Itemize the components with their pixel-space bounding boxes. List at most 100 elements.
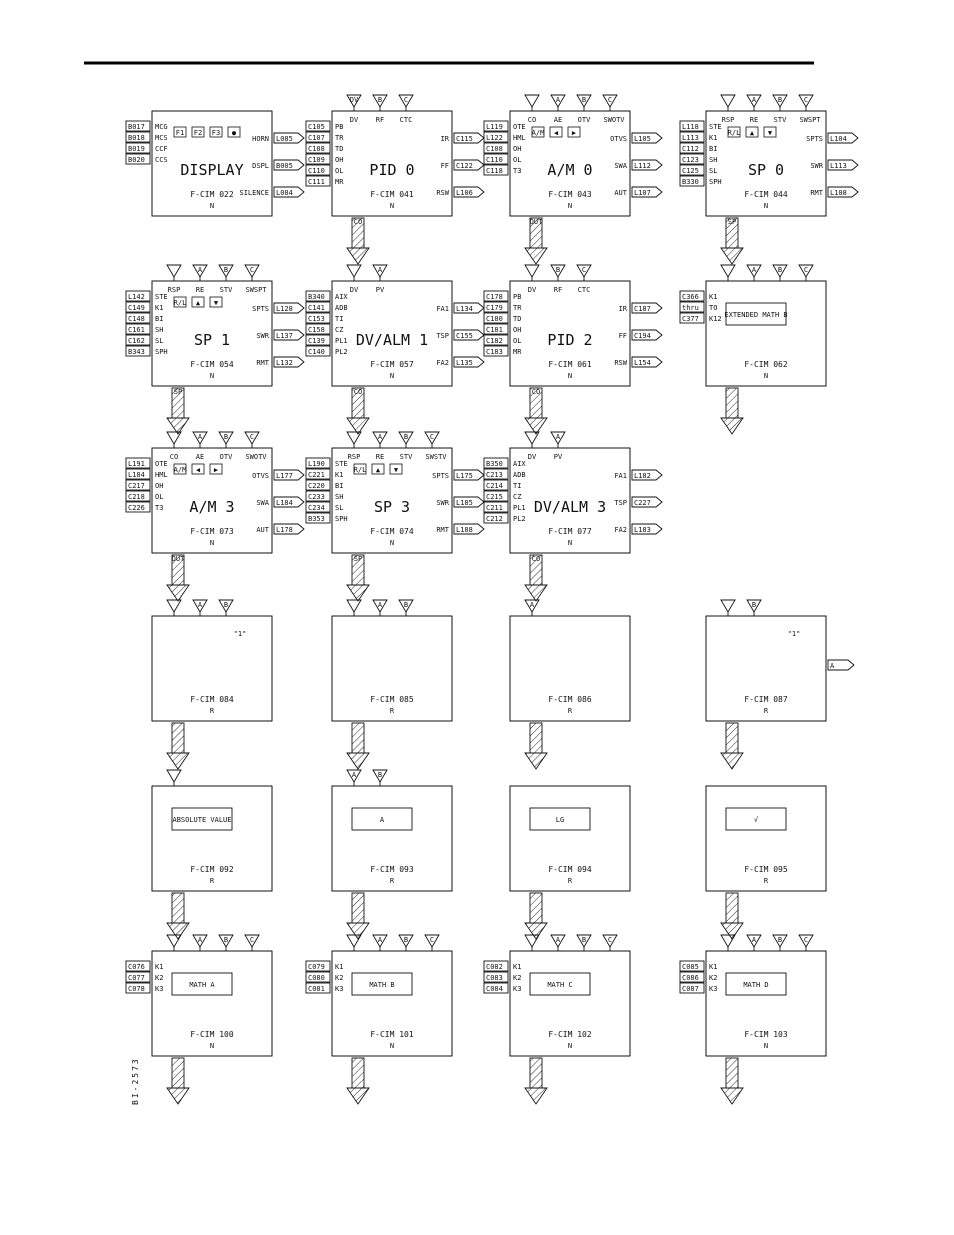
tag-label: C178 [486, 293, 503, 301]
output-arrow-icon [524, 387, 548, 435]
output-tag: L182 [631, 469, 663, 481]
left-pin-label: PL2 [513, 515, 526, 523]
tag-label: C180 [486, 315, 503, 323]
cim-label: F-CIM 061 [548, 360, 592, 369]
left-pin-label: SPH [155, 348, 168, 356]
inner-function-box [725, 972, 787, 996]
triangle-label: B [404, 936, 408, 944]
block-type: N [764, 372, 768, 380]
triangle-label: A [752, 936, 757, 944]
triangle-label: B [224, 601, 228, 609]
block-frame [509, 785, 631, 892]
block-type: N [390, 372, 394, 380]
block-name: SP 1 [194, 331, 230, 349]
triangle-label: A [556, 96, 561, 104]
input-tag: C221 [305, 468, 331, 480]
triangle-label: B [556, 266, 560, 274]
triangle-label: B [378, 96, 382, 104]
left-pin-label: K1 [709, 134, 717, 142]
input-triangle: B [372, 769, 388, 783]
input-tag: C218 [125, 490, 151, 502]
input-triangle: A [550, 94, 566, 108]
input-tag: C217 [125, 479, 151, 491]
input-tag: C211 [483, 501, 509, 513]
cim-label: F-CIM 092 [190, 865, 234, 874]
inner-function-label: MATH A [189, 981, 215, 989]
input-tag: C162 [125, 334, 151, 346]
input-tag: C234 [305, 501, 331, 513]
input-triangle: C [576, 264, 592, 278]
key-label: ▼ [768, 129, 773, 137]
top-pin-label: RSP [722, 116, 735, 124]
input-tag: L118 [679, 120, 705, 132]
left-pin-label: K1 [709, 963, 717, 971]
triangle-icon [746, 264, 762, 278]
block-type: N [210, 1042, 214, 1050]
tag-label: L191 [128, 460, 145, 468]
tag-label: L184 [276, 499, 293, 507]
input-tag: L142 [125, 290, 151, 302]
tag-label: L135 [456, 359, 473, 367]
input-triangle: A [372, 599, 388, 613]
input-triangle [524, 94, 540, 108]
left-pin-label: K12 [709, 315, 722, 323]
right-pin-label: FA2 [614, 526, 627, 534]
tag-label: C118 [486, 167, 503, 175]
left-pin-label: OL [335, 167, 343, 175]
left-pin-label: K1 [155, 963, 163, 971]
tag-label: B330 [682, 178, 699, 186]
left-pin-label: K1 [335, 471, 343, 479]
cim-label: F-CIM 022 [190, 190, 234, 199]
triangle-label: A [378, 433, 383, 441]
tag-label: C141 [308, 304, 325, 312]
output-arrow-icon [720, 722, 744, 770]
input-tag: C112 [679, 142, 705, 154]
output-arrow-icon [524, 1057, 548, 1105]
output-arrow-icon [524, 554, 548, 602]
key-label: ◀ [196, 466, 201, 474]
output-arrow-icon [720, 1057, 744, 1105]
figure-id: BI-2573 [131, 1057, 140, 1105]
key-label: ▶ [572, 129, 577, 137]
top-pin-label: RSP [168, 286, 181, 294]
input-tag: B343 [125, 345, 151, 357]
output-tag: L112 [631, 159, 663, 171]
block-type: R [764, 707, 769, 715]
triangle-icon [720, 264, 736, 278]
cim-label: F-CIM 103 [744, 1030, 788, 1039]
input-tag: C179 [483, 301, 509, 313]
tag-label: C077 [128, 974, 145, 982]
input-triangle: A [192, 264, 208, 278]
key-label: F1 [176, 129, 184, 137]
top-pin-label: RSP [348, 453, 361, 461]
key-label: ▲ [196, 299, 201, 307]
output-arrow-icon [346, 1057, 370, 1105]
triangle-icon [346, 264, 362, 278]
triangle-label: A [198, 936, 203, 944]
tag-label: C181 [486, 326, 503, 334]
triangle-icon [398, 94, 414, 108]
cim-label: F-CIM 073 [190, 527, 234, 536]
triangle-icon [346, 599, 362, 613]
triangle-label: A [752, 266, 757, 274]
cim-label: F-CIM 074 [370, 527, 414, 536]
input-tag: C108 [305, 142, 331, 154]
input-triangle: B [398, 431, 414, 445]
input-tag: C105 [305, 120, 331, 132]
triangle-icon [346, 934, 362, 948]
tag-label: L128 [276, 305, 293, 313]
triangle-icon [550, 264, 566, 278]
right-pin-label: FA1 [436, 305, 449, 313]
left-pin-label: K2 [155, 974, 163, 982]
cim-label: F-CIM 041 [370, 190, 414, 199]
output-tag: C115 [453, 132, 485, 144]
key-label: R/L [174, 299, 187, 307]
triangle-icon [772, 264, 788, 278]
output-arrow-icon [166, 722, 190, 770]
left-pin-label: MR [335, 178, 344, 186]
cim-label: F-CIM 086 [548, 695, 592, 704]
input-tag: B017 [125, 120, 151, 132]
right-pin-label: SPTS [252, 305, 269, 313]
